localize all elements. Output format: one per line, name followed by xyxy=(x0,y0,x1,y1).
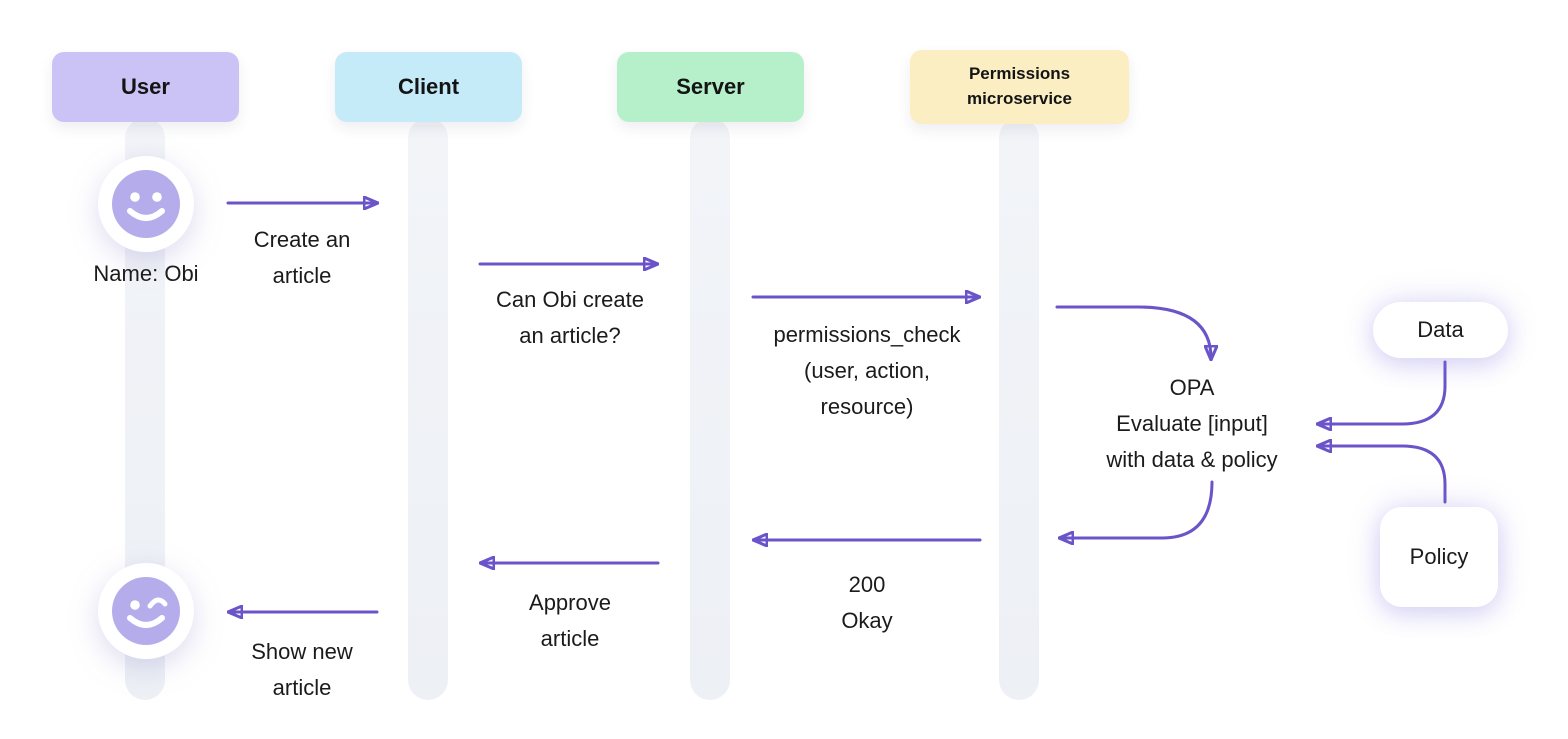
lifeline-permissions xyxy=(999,118,1039,700)
label-line: OPA xyxy=(1169,375,1215,400)
user-name-note: Name: Obi xyxy=(93,256,198,292)
actor-server: Server xyxy=(617,52,804,122)
message-show-new-article: Show new article xyxy=(251,634,353,706)
policy-node-label: Policy xyxy=(1409,544,1469,569)
label-line: Evaluate [input] xyxy=(1116,411,1268,436)
actor-client-label: Client xyxy=(397,74,460,99)
arrow-policy-to-opa xyxy=(1319,446,1447,504)
label-line: Create an xyxy=(253,227,351,252)
actor-permissions-microservice: Permissions microservice xyxy=(910,50,1129,124)
winking-smiley-face-icon xyxy=(98,563,194,659)
label-line: Show new xyxy=(251,639,353,664)
actor-permissions-label: Permissions microservice xyxy=(967,64,1072,108)
message-approve-article: Approve article xyxy=(529,585,611,657)
label-line: with data & policy xyxy=(1106,447,1278,472)
label-line: article xyxy=(272,675,332,700)
label-line: article xyxy=(540,626,600,651)
arrow-data-to-opa xyxy=(1319,360,1447,424)
message-can-obi-create: Can Obi create an article? xyxy=(496,282,644,354)
smiley-face-icon xyxy=(98,156,194,252)
label-line: Okay xyxy=(841,608,893,633)
actor-server-label: Server xyxy=(676,74,745,99)
data-node: Data xyxy=(1373,302,1508,358)
actor-user: User xyxy=(52,52,239,122)
message-200-okay: 200 Okay xyxy=(841,567,892,639)
label-line: resource) xyxy=(820,394,914,419)
policy-node: Policy xyxy=(1380,507,1498,607)
label-line: an article? xyxy=(519,323,621,348)
lifeline-client xyxy=(408,118,448,700)
label-line: (user, action, xyxy=(804,358,930,383)
label-line: Name: Obi xyxy=(93,261,199,286)
arrow-to-opa xyxy=(1055,305,1211,358)
label-line: Approve xyxy=(529,590,611,615)
data-node-label: Data xyxy=(1417,317,1464,342)
message-permissions-check: permissions_check (user, action, resourc… xyxy=(773,317,960,425)
actor-user-label: User xyxy=(121,74,170,99)
actor-client: Client xyxy=(335,52,522,122)
label-line: article xyxy=(272,263,332,288)
label-line: permissions_check xyxy=(773,322,961,347)
arrow-opa-return xyxy=(1061,480,1214,538)
note-opa-evaluate: OPA Evaluate [input] with data & policy xyxy=(1106,370,1277,478)
message-create-article: Create an article xyxy=(254,222,351,294)
label-line: Can Obi create xyxy=(496,287,644,312)
label-line: 200 xyxy=(848,572,886,597)
lifeline-server xyxy=(690,118,730,700)
